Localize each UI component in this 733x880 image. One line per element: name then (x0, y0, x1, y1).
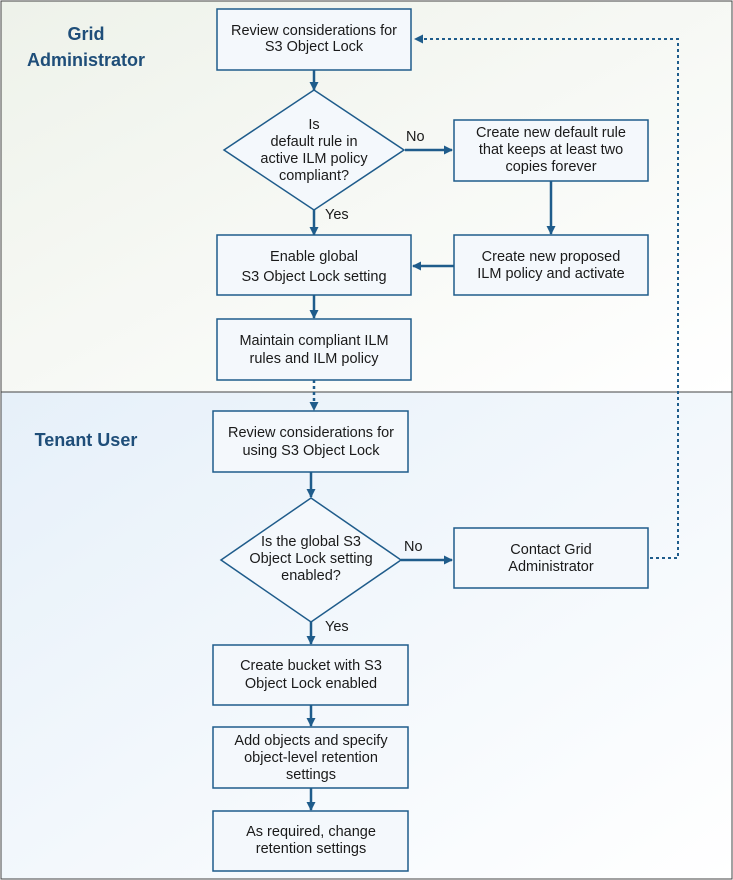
node-review-using-line2: using S3 Object Lock (242, 443, 380, 459)
node-contact-line1: Contact Grid (510, 542, 591, 558)
decision-global-line2: Object Lock setting (249, 551, 372, 567)
node-review-using-line1: Review considerations for (228, 425, 394, 441)
node-add-objects-line2: object-level retention (244, 750, 378, 766)
decision-default-line2: default rule in (270, 134, 357, 150)
lane-title-grid-line1: Grid (67, 24, 104, 44)
node-enable-line1: Enable global (270, 249, 358, 265)
node-contact-grid-admin: Contact Grid Administrator (453, 527, 649, 589)
lane-title-grid-line2: Administrator (27, 50, 145, 70)
decision-global-line1: Is the global S3 (261, 534, 361, 550)
node-review-s3-object-lock: Review considerations for S3 Object Lock (216, 8, 412, 71)
node-create-rule-line3: copies forever (505, 159, 596, 175)
node-review-using-s3: Review considerations for using S3 Objec… (212, 410, 409, 473)
node-create-bucket-line1: Create bucket with S3 (240, 658, 382, 674)
node-create-policy-line2: ILM policy and activate (477, 266, 625, 282)
connectors (306, 34, 679, 811)
node-create-bucket: Create bucket with S3 Object Lock enable… (212, 644, 409, 706)
decision-default-line4: compliant? (279, 168, 349, 184)
arrow-contact-feedback (414, 34, 679, 559)
decision-default-line1: Is (308, 117, 319, 133)
node-create-rule-line1: Create new default rule (476, 125, 626, 141)
node-review-s3-line2: S3 Object Lock (265, 39, 364, 55)
node-create-ilm-policy: Create new proposed ILM policy and activ… (453, 234, 649, 296)
node-add-objects: Add objects and specify object-level ret… (212, 726, 409, 789)
node-create-bucket-line2: Object Lock enabled (245, 676, 377, 692)
node-enable-line2: S3 Object Lock setting (241, 269, 386, 285)
node-review-s3-line1: Review considerations for (231, 23, 397, 39)
node-create-rule-line2: that keeps at least two (479, 142, 623, 158)
decision-global-line3: enabled? (281, 568, 341, 584)
node-maintain-line2: rules and ILM policy (250, 351, 380, 367)
node-add-objects-line3: settings (286, 767, 336, 783)
node-enable-global-setting: Enable global S3 Object Lock setting (216, 234, 412, 296)
lane-tenant-user (0, 391, 733, 880)
edge-label-no-default: No (406, 129, 425, 145)
node-contact-line2: Administrator (508, 559, 594, 575)
node-change-retention-line2: retention settings (256, 841, 366, 857)
edge-label-yes-default: Yes (325, 207, 349, 223)
decision-default-line3: active ILM policy (260, 151, 368, 167)
node-add-objects-line1: Add objects and specify (234, 733, 388, 749)
lane-title-tenant: Tenant User (35, 430, 138, 450)
decision-global-setting-enabled: Is the global S3 Object Lock setting ena… (219, 497, 403, 623)
node-change-retention: As required, change retention settings (212, 810, 409, 872)
edge-label-yes-global: Yes (325, 619, 349, 635)
decision-default-rule-compliant: Is default rule in active ILM policy com… (222, 89, 406, 211)
node-create-default-rule: Create new default rule that keeps at le… (453, 119, 649, 182)
node-create-policy-line1: Create new proposed (482, 249, 621, 265)
node-maintain-line1: Maintain compliant ILM (239, 333, 388, 349)
node-maintain-ilm: Maintain compliant ILM rules and ILM pol… (216, 318, 412, 381)
node-change-retention-line1: As required, change (246, 824, 376, 840)
edge-label-no-global: No (404, 539, 423, 555)
